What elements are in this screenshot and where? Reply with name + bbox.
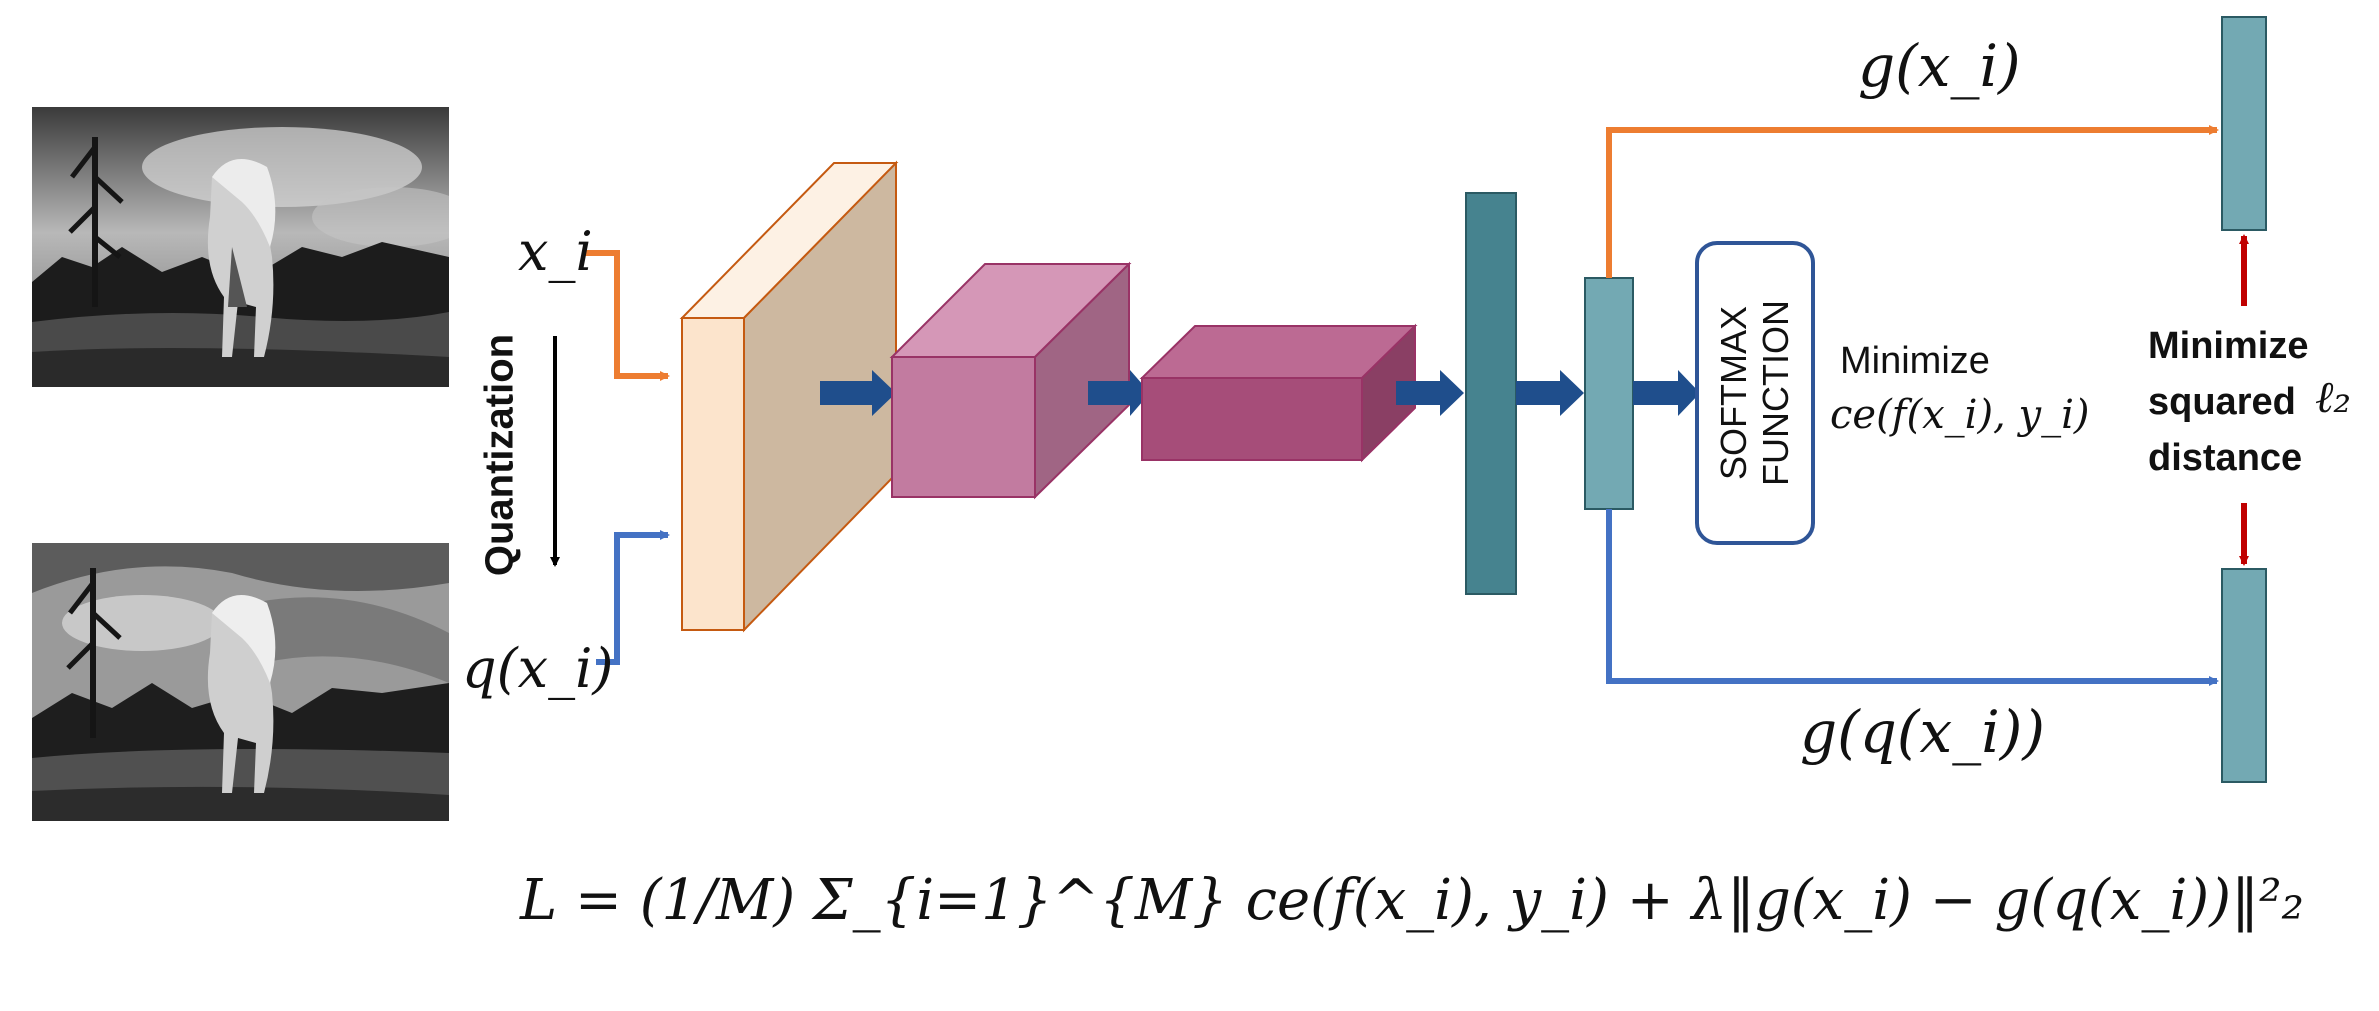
embedding-layer: [1584, 277, 1634, 510]
minimize-sq-line2: squared: [2148, 381, 2296, 423]
softmax-label-line1: SOFTMAX: [1713, 305, 1754, 481]
output-vector-top: [2221, 16, 2267, 231]
softmax-label-line2: FUNCTION: [1755, 300, 1796, 486]
minimize-squared-distance-label: Minimize squared distance: [2148, 318, 2308, 486]
minimize-label: Minimize: [1840, 340, 1990, 382]
softmax-label: SOFTMAX FUNCTION: [1713, 300, 1797, 486]
arrow-2: [1088, 370, 1150, 416]
minimize-sq-line1: Minimize: [2148, 325, 2309, 367]
arrow-5: [1633, 370, 1700, 416]
loss-formula: L = (1/M) Σ_{i=1}^{M} ce(f(x_i), y_i) + …: [520, 868, 2304, 933]
minimize-sq-line3: distance: [2148, 437, 2303, 479]
dense-layer-1: [1465, 192, 1517, 595]
arrow-4: [1516, 370, 1584, 416]
g-bottom-label: g(q(x_i)): [1800, 698, 2046, 766]
arrow-1: [820, 370, 896, 416]
orange-input-arrow: [583, 250, 670, 381]
horse-photo-original: [32, 107, 449, 387]
output-vector-bottom: [2221, 568, 2267, 783]
ce-term-label: ce(f(x_i), y_i): [1830, 392, 2090, 438]
blue-branch-arrow: [1606, 509, 2219, 686]
x-input-label: x_i: [518, 220, 593, 283]
arrow-3: [1396, 370, 1464, 416]
conv-block-2: [889, 261, 1132, 500]
g-top-label: g(x_i): [1858, 32, 2021, 100]
softmax-box: [1695, 241, 1815, 545]
blue-input-arrow: [596, 530, 670, 665]
orange-branch-arrow: [1606, 125, 2219, 278]
l2-symbol: ℓ₂: [2315, 372, 2351, 423]
conv-block-3: [1139, 323, 1418, 463]
q-input-label: q(x_i): [462, 637, 614, 700]
quantization-label: Quantization: [477, 333, 522, 577]
horse-photo-quantized: [32, 543, 449, 821]
